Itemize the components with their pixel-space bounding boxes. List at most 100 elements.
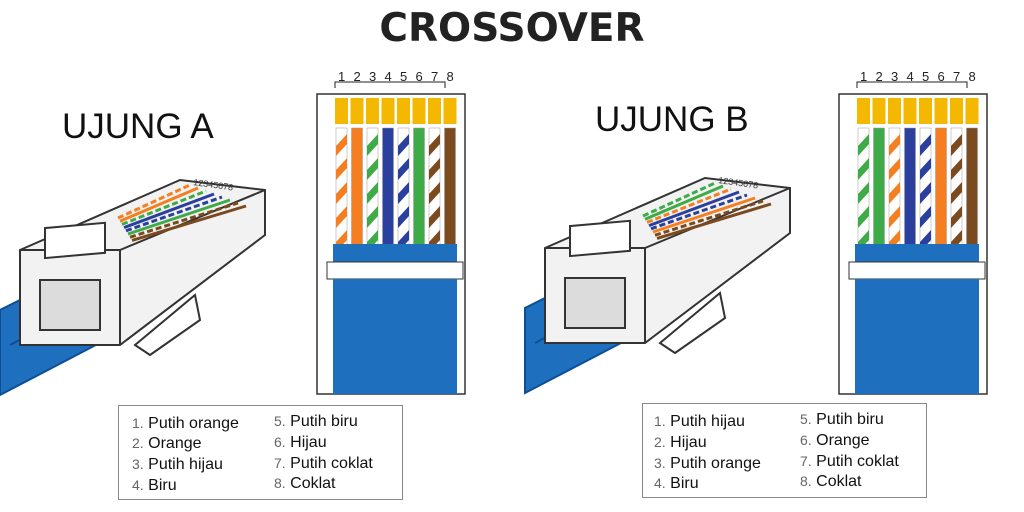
legend-text: Biru — [670, 475, 699, 492]
legend-num: 2. — [654, 434, 666, 450]
legend-text: Orange — [816, 432, 870, 449]
wire-stripe — [889, 134, 900, 156]
wire-stripe — [951, 158, 962, 180]
pin-number: 3 — [891, 69, 898, 84]
crimp-bar — [848, 261, 986, 280]
end-b-plug-illustration: 12345678 — [524, 175, 791, 395]
wire — [351, 127, 363, 247]
cable-jacket-top — [333, 244, 457, 264]
gold-contact — [903, 98, 917, 124]
legend-num: 1. — [132, 415, 144, 431]
plug-wire — [131, 204, 247, 242]
wire-stripe — [858, 206, 869, 228]
gold-contact — [397, 98, 410, 124]
pin-number: 7 — [953, 69, 960, 84]
wire-stripe — [398, 158, 409, 180]
legend-num: 1. — [654, 413, 666, 429]
plug-wire — [650, 193, 748, 231]
wire — [935, 127, 947, 247]
plug-wire — [642, 181, 716, 218]
pin-number: 6 — [416, 69, 423, 84]
end-b-legend: 1. Putih hijau 2. Hijau 3. Putih orange … — [642, 403, 927, 498]
gold-contact — [934, 98, 948, 124]
legend-num: 3. — [654, 455, 666, 471]
plug-wire — [121, 189, 207, 226]
gold-contact — [965, 98, 979, 124]
plug-wire — [654, 199, 764, 237]
legend-item: 7. Putih coklat — [800, 453, 899, 471]
plug-wires — [642, 181, 772, 240]
plug-wire — [119, 186, 199, 223]
wire — [444, 127, 456, 247]
pin-number: 6 — [938, 69, 945, 84]
wire — [413, 127, 425, 247]
legend-num: 8. — [274, 475, 286, 491]
legend-item: 4. Biru — [654, 475, 699, 493]
legend-item: 4. Biru — [132, 477, 177, 495]
pin-number: 2 — [354, 69, 361, 84]
pin-number: 8 — [447, 69, 454, 84]
wire-stripe — [920, 158, 931, 180]
gold-contact — [443, 98, 457, 124]
wire — [966, 127, 978, 247]
gold-contact — [366, 98, 379, 124]
end-a-label: UJUNG A — [62, 107, 214, 146]
legend-num: 8. — [800, 473, 812, 489]
plug-wire — [646, 187, 732, 224]
gold-contact — [428, 98, 441, 124]
wire-stripe — [429, 206, 440, 228]
wire-stripe — [951, 134, 962, 156]
gold-contact — [888, 98, 901, 124]
wire-stripe — [858, 134, 869, 156]
wire-stripe — [951, 182, 962, 204]
end-a-plug-illustration: 12345678 — [0, 177, 266, 397]
wire-stripe — [429, 134, 440, 156]
legend-item: 2. Orange — [132, 435, 202, 453]
legend-item: 8. Coklat — [274, 475, 336, 493]
plug-body — [524, 176, 791, 395]
gold-contact — [857, 98, 870, 124]
wire-stripe — [429, 158, 440, 180]
legend-text: Hijau — [670, 434, 707, 451]
pin-number: 1 — [860, 69, 867, 84]
gold-contact — [950, 98, 963, 124]
cable-jacket-top — [855, 244, 979, 264]
legend-item: 8. Coklat — [800, 473, 862, 491]
end-a-legend: 1. Putih orange 2. Orange 3. Putih hijau… — [118, 405, 403, 500]
legend-num: 7. — [800, 453, 812, 469]
wire-stripe — [920, 134, 931, 156]
plug-wire — [648, 190, 740, 228]
cable-jacket — [855, 279, 979, 394]
legend-text: Putih hijau — [670, 413, 745, 430]
wire-stripe — [889, 206, 900, 228]
gold-contact — [919, 98, 932, 124]
legend-text: Orange — [148, 435, 202, 452]
gold-contact — [872, 98, 886, 124]
legend-num: 2. — [132, 435, 144, 451]
wire-stripe — [336, 206, 347, 228]
gold-contact — [381, 98, 395, 124]
pin-number: 5 — [922, 69, 929, 84]
plug-wire — [125, 195, 223, 233]
gold-contacts — [335, 98, 457, 124]
legend-item: 6. Hijau — [274, 434, 327, 452]
wire-stripe — [858, 158, 869, 180]
cable-jacket — [333, 279, 457, 394]
plug-wire — [117, 183, 191, 220]
legend-item: 5. Putih biru — [274, 413, 358, 431]
crimp-bar — [326, 261, 464, 280]
wire-stripe — [336, 158, 347, 180]
wire-stripe — [398, 134, 409, 156]
legend-text: Coklat — [290, 475, 336, 492]
legend-text: Putih orange — [670, 455, 761, 472]
plug-wire — [644, 184, 724, 221]
wire-stripe — [951, 206, 962, 228]
legend-text: Putih biru — [816, 411, 884, 428]
legend-item: 1. Putih hijau — [654, 413, 745, 431]
wire-stripe — [889, 158, 900, 180]
wire — [382, 127, 394, 247]
